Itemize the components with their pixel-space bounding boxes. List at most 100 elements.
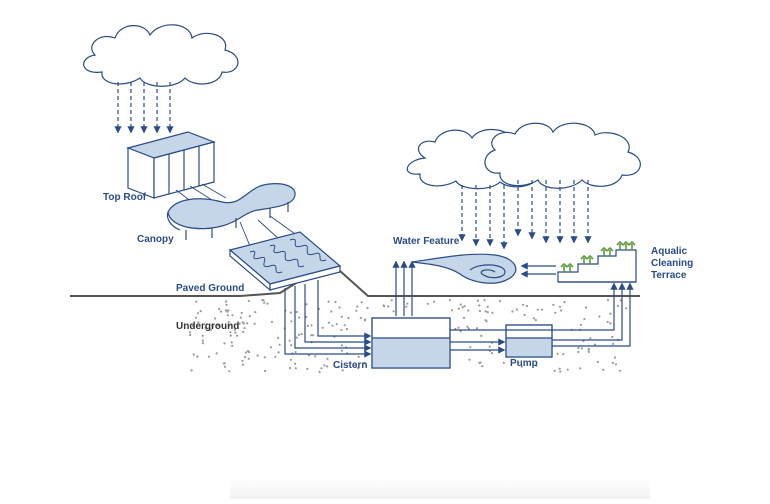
soil-dot: [498, 300, 502, 303]
soil-dot: [559, 370, 562, 373]
soil-dot: [228, 324, 231, 327]
soil-dot: [577, 346, 580, 349]
terrace-plants: [560, 240, 636, 272]
soil-dot: [192, 324, 195, 327]
soil-dot: [241, 321, 244, 324]
soil-dot: [197, 321, 200, 324]
soil-dot: [467, 309, 470, 312]
soil-dot: [532, 317, 535, 320]
soil-dot: [488, 345, 491, 348]
soil-dot: [338, 306, 341, 309]
soil-dot: [364, 318, 367, 321]
label-paved-ground: Paved Ground: [176, 283, 245, 294]
soil-dot: [611, 361, 614, 365]
soil-dot: [340, 328, 343, 332]
pipes-cistern-to-feature: [392, 260, 416, 316]
soil-dot: [227, 320, 230, 324]
soil-dot: [405, 305, 408, 308]
soil-dot: [213, 317, 217, 320]
soil-dot: [340, 349, 343, 352]
soil-dot: [244, 351, 248, 354]
pipes-to-cistern: [284, 280, 372, 358]
soil-dot: [462, 316, 466, 319]
soil-dot: [469, 346, 472, 349]
soil-dot: [294, 350, 297, 354]
soil-dot: [215, 352, 218, 355]
soil-dot: [483, 299, 486, 302]
soil-dot: [390, 299, 393, 302]
soil-dot: [481, 365, 484, 368]
canopy-to-paved-lines: [239, 215, 299, 247]
soil-dot: [248, 315, 251, 318]
soil-dot: [432, 300, 436, 303]
soil-dot: [355, 365, 358, 368]
canopy: [166, 183, 296, 240]
soil-dot: [485, 320, 488, 323]
plant-icon: [586, 254, 594, 264]
soil-dot: [515, 308, 519, 311]
soil-dot: [207, 355, 211, 358]
soil-dot: [534, 319, 537, 322]
soil-dot: [327, 321, 330, 324]
soil-dot: [359, 316, 362, 320]
soil-dot: [269, 346, 272, 349]
soil-dot: [290, 358, 293, 361]
top-roof-block: [126, 131, 216, 199]
soil-dot: [219, 310, 223, 313]
terrace-to-feature-arrows: [520, 262, 556, 278]
plant-icon: [606, 246, 614, 256]
soil-dot: [231, 344, 234, 347]
soil-dot: [234, 331, 237, 334]
soil-dot: [468, 358, 471, 361]
soil-dot: [457, 307, 460, 310]
soil-dot: [241, 359, 244, 362]
soil-dot: [466, 325, 469, 328]
soil-dot: [323, 364, 326, 367]
soil-dot: [226, 314, 229, 317]
soil-dot: [589, 337, 592, 340]
plant-icon: [560, 262, 568, 272]
soil-dot: [293, 362, 297, 365]
soil-dot: [540, 308, 544, 311]
aqualic-terrace: [557, 249, 637, 283]
soil-dot: [247, 299, 250, 302]
soil-dot: [360, 301, 363, 304]
label-top-roof: Top Roof: [103, 192, 147, 203]
soil-dot: [229, 334, 232, 337]
label-terrace-line-2: Cleaning: [651, 258, 694, 269]
soil-dot: [337, 365, 340, 369]
soil-dot: [596, 360, 599, 363]
soil-dot: [406, 302, 409, 305]
soil-dot: [459, 303, 462, 306]
soil-dot: [563, 301, 566, 304]
plant-icon: [616, 240, 624, 250]
soil-dot: [201, 342, 205, 345]
soil-dot: [262, 299, 265, 302]
soil-dot: [204, 326, 207, 330]
soil-dot: [345, 328, 348, 331]
soil-dot: [598, 315, 601, 318]
soil-dot: [363, 361, 366, 365]
soil-dot: [484, 310, 487, 313]
soil-dot: [188, 331, 192, 334]
soil-dot: [236, 334, 239, 337]
soil-dot: [233, 328, 236, 331]
paved-ground-slab: [228, 231, 342, 292]
soil-dot: [558, 367, 561, 370]
soil-dot: [602, 368, 605, 371]
label-terrace: Aqualic Cleaning Terrace: [651, 246, 693, 282]
soil-dot: [467, 327, 470, 330]
soil-dot: [288, 339, 291, 342]
soil-dot: [562, 353, 565, 356]
soil-dot: [448, 299, 452, 302]
soil-dot: [189, 334, 192, 337]
soil-dot: [241, 363, 244, 366]
soil-dot: [357, 367, 360, 370]
soil-dot: [347, 316, 350, 320]
soil-dot: [290, 320, 293, 323]
soil-dot: [247, 357, 250, 360]
soil-dot: [609, 312, 612, 315]
soil-dot: [307, 354, 311, 357]
soil-dot: [356, 305, 359, 308]
